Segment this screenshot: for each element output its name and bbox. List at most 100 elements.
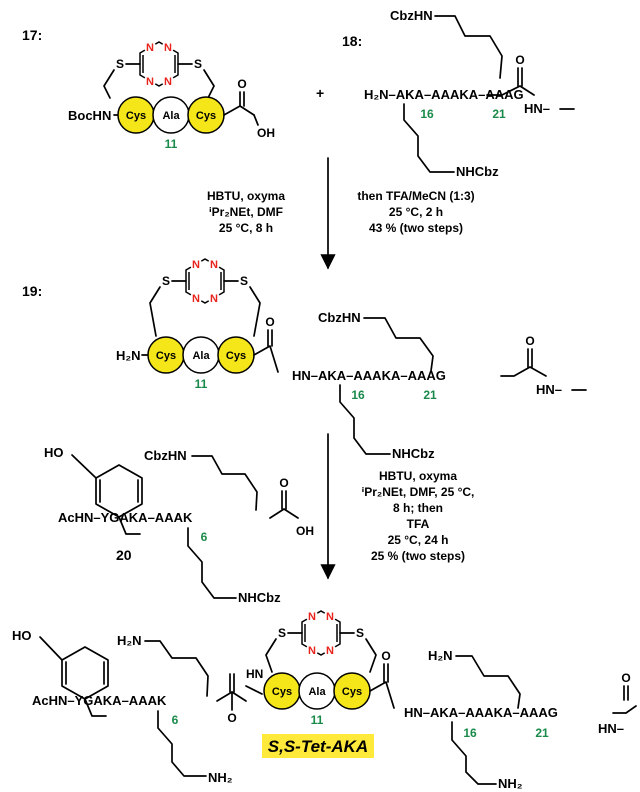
- condition-line: 25 °C, 24 h: [388, 533, 449, 547]
- ala-label: Ala: [162, 110, 180, 122]
- carbonyl-oxygen: O: [265, 315, 274, 329]
- carbonyl-oxygen: O: [381, 649, 390, 663]
- free-amine-label: H₂N: [117, 633, 142, 648]
- residue-number-21: 21: [535, 726, 549, 740]
- ala-label: Ala: [308, 686, 326, 698]
- compound-19: 19: N N N N S S H₂N Cys Ala Cys 11 O HN–: [22, 258, 587, 461]
- sulfur-atom: S: [356, 626, 364, 640]
- carbonyl-oxygen: O: [279, 476, 288, 490]
- peptide-sequence-final-right: HN–AKA–AAAKA–AAAG: [404, 705, 558, 720]
- tetrazine-n-atom: N: [164, 76, 172, 88]
- free-amine-label: H₂N: [428, 648, 453, 663]
- condition-line: ⁱPr₂NEt, DMF, 25 °C,: [362, 485, 475, 499]
- product-highlight: [262, 734, 374, 758]
- residue-number-11: 11: [165, 137, 178, 151]
- sulfur-atom: S: [162, 274, 170, 288]
- condition-line: ⁱPr₂NEt, DMF: [209, 205, 283, 219]
- cbz-protected-amine: NHCbz: [392, 446, 435, 461]
- cys-label: Cys: [196, 110, 216, 122]
- cys-label: Cys: [272, 686, 292, 698]
- tetrazine-n-atom: N: [192, 293, 200, 305]
- compound-17: 17: N N N N S S BocHN Cys Ala Cys 11 O: [22, 27, 275, 151]
- residue-number-21: 21: [423, 388, 437, 402]
- compound-18: 18: CbzHN H₂N–AKA–AAAKA–AAAG O HN– 16 21…: [342, 8, 575, 179]
- free-amine-label: H₂N: [116, 348, 141, 363]
- final-product: HO H₂N AcHN–YGAKA–AAAK O 6 NH₂ HN N N N: [12, 610, 637, 791]
- plus-sign: +: [316, 85, 324, 101]
- cbz-amine-label: CbzHN: [390, 8, 433, 23]
- phenol-label: HO: [44, 445, 64, 460]
- condition-line: then TFA/MeCN (1:3): [357, 189, 474, 203]
- carbonyl-oxygen: O: [237, 77, 246, 91]
- residue-number-6: 6: [172, 713, 179, 727]
- carboxyl-oh: OH: [296, 524, 314, 538]
- amide-nh: HN–: [536, 382, 562, 397]
- condition-line: 25 °C, 8 h: [219, 221, 273, 235]
- cys-label: Cys: [156, 350, 176, 362]
- conditions-step-1: HBTU, oxyma ⁱPr₂NEt, DMF 25 °C, 8 h then…: [207, 189, 475, 235]
- residue-number-11: 11: [195, 377, 208, 391]
- residue-number-16: 16: [351, 388, 365, 402]
- tetrazine-ring-19: N N N N: [185, 258, 225, 305]
- condition-line: 43 % (two steps): [369, 221, 463, 235]
- condition-line: HBTU, oxyma: [379, 469, 457, 483]
- tetrazine-n-atom: N: [326, 611, 334, 623]
- residue-number-16: 16: [463, 726, 477, 740]
- amide-nh: HN–: [524, 101, 550, 116]
- sulfur-atom: S: [240, 274, 248, 288]
- residue-number-16: 16: [420, 107, 434, 121]
- carbonyl-oxygen: O: [621, 671, 630, 685]
- tetrazine-ring-17: N N N N: [139, 41, 179, 88]
- compound-20-label: 20: [116, 547, 132, 563]
- amide-nh: HN: [246, 667, 263, 681]
- cbz-protected-amine: NHCbz: [238, 590, 281, 605]
- condition-line: 25 °C, 2 h: [389, 205, 443, 219]
- cys-label: Cys: [226, 350, 246, 362]
- residue-number-11: 11: [311, 713, 324, 727]
- peptide-sequence-18: H₂N–AKA–AAAKA–AAAG: [364, 87, 524, 102]
- carboxyl-oh: OH: [257, 126, 275, 140]
- cbz-amine-label: CbzHN: [318, 310, 361, 325]
- tetrazine-n-atom: N: [210, 293, 218, 305]
- cys-label: Cys: [126, 110, 146, 122]
- peptide-sequence-final-left: AcHN–YGAKA–AAAK: [32, 693, 167, 708]
- carbonyl-oxygen: O: [515, 53, 524, 67]
- tetrazine-n-atom: N: [164, 42, 172, 54]
- tetrazine-n-atom: N: [192, 259, 200, 271]
- residue-number-6: 6: [201, 530, 208, 544]
- cys-label: Cys: [342, 686, 362, 698]
- compound-18-label: 18:: [342, 33, 362, 49]
- tetrazine-n-atom: N: [308, 645, 316, 657]
- peptide-sequence-19: HN–AKA–AAAKA–AAAG: [292, 368, 446, 383]
- free-amine-label: NH₂: [498, 776, 523, 791]
- product-name: S,S-Tet-AKA: [268, 737, 368, 756]
- tetrazine-n-atom: N: [308, 611, 316, 623]
- condition-line: HBTU, oxyma: [207, 189, 285, 203]
- compound-19-label: 19:: [22, 283, 42, 299]
- peptide-sequence-20: AcHN–YGAKA–AAAK: [58, 510, 193, 525]
- tetrazine-n-atom: N: [146, 42, 154, 54]
- tetrazine-ring-final: N N N N: [301, 610, 341, 657]
- tyrosine-ring: [95, 464, 143, 518]
- cbz-amine-label: CbzHN: [144, 448, 187, 463]
- sulfur-atom: S: [116, 57, 124, 71]
- tetrazine-n-atom: N: [146, 76, 154, 88]
- tetrazine-n-atom: N: [210, 259, 218, 271]
- ala-label: Ala: [192, 350, 210, 362]
- carbonyl-oxygen: O: [525, 334, 534, 348]
- sulfur-atom: S: [194, 57, 202, 71]
- compound-17-label: 17:: [22, 27, 42, 43]
- amide-nh: HN–: [598, 721, 624, 736]
- tyrosine-ring: [61, 646, 109, 700]
- condition-line: 8 h; then: [393, 501, 443, 515]
- residue-number-21: 21: [492, 107, 506, 121]
- carbonyl-oxygen: O: [227, 711, 236, 725]
- phenol-label: HO: [12, 628, 32, 643]
- condition-line: TFA: [407, 517, 430, 531]
- compound-20: HO CbzHN AcHN–YGAKA–AAAK O OH 6 20 NHCbz: [44, 445, 314, 605]
- free-amine-label: NH₂: [208, 770, 233, 785]
- boc-amine-label: BocHN: [68, 108, 111, 123]
- sulfur-atom: S: [278, 626, 286, 640]
- tetrazine-n-atom: N: [326, 645, 334, 657]
- condition-line: 25 % (two steps): [371, 549, 465, 563]
